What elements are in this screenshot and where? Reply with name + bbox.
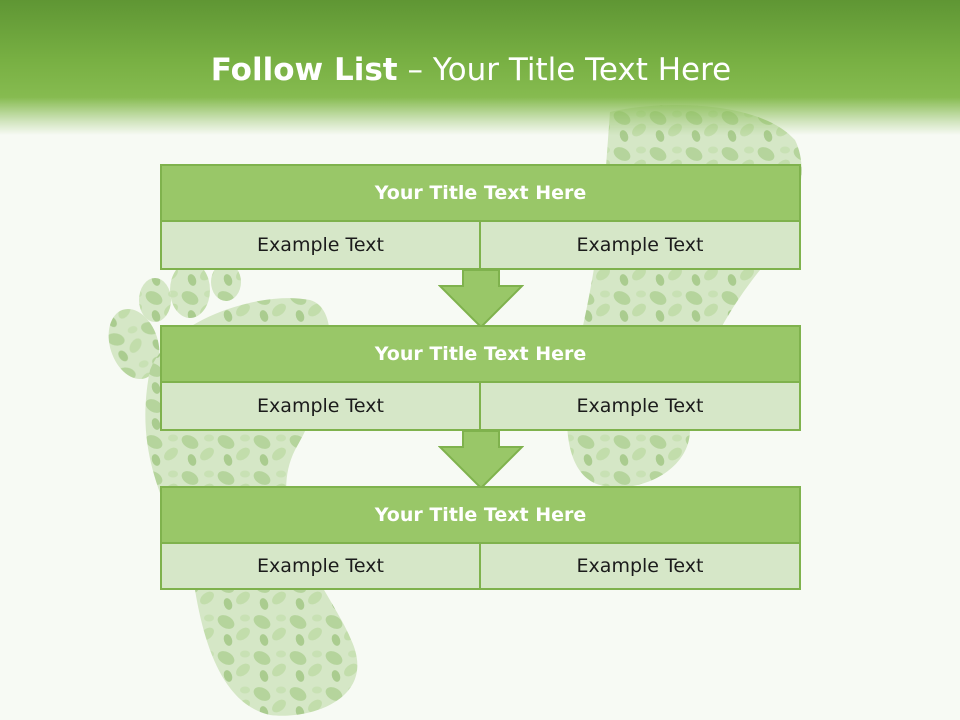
step-block-2: Your Title Text Here Example Text Exampl… [160,325,801,433]
down-arrow-icon [438,270,524,328]
step-cell-left: Example Text [160,542,481,590]
step-block-1: Your Title Text Here Example Text Exampl… [160,164,801,272]
step-block-3: Your Title Text Here Example Text Exampl… [160,486,801,592]
title-rest-part: – Your Title Text Here [397,52,732,88]
slide-title: Follow List – Your Title Text Here [0,52,942,88]
step-cell-left: Example Text [160,381,481,431]
step-cell-right: Example Text [479,542,801,590]
step-title: Your Title Text Here [160,325,801,383]
step-title: Your Title Text Here [160,164,801,222]
title-bold-part: Follow List [210,52,398,88]
step-cell-right: Example Text [479,381,801,431]
step-cell-right: Example Text [479,220,801,270]
step-cell-left: Example Text [160,220,481,270]
header-band [0,0,960,135]
down-arrow-icon [438,431,524,489]
step-title: Your Title Text Here [160,486,801,544]
